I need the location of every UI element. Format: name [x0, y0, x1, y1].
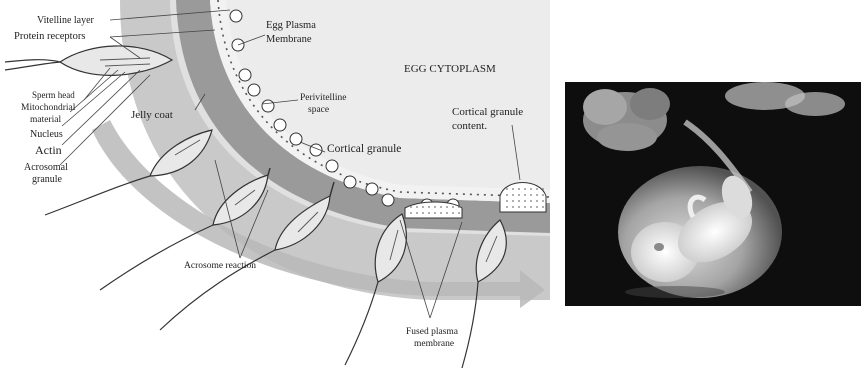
- label-egg-plasma-membrane-1: Egg Plasma: [266, 20, 316, 31]
- label-acrosome-reaction: Acrosome reaction: [184, 261, 256, 271]
- label-vitelline-layer: Vitelline layer: [37, 15, 95, 26]
- label-perivitelline-1: Perivitelline: [300, 93, 346, 103]
- label-protein-receptors: Protein receptors: [14, 31, 85, 42]
- label-mitochondrial-2: material: [30, 115, 61, 125]
- label-cortical-content-1: Cortical granule: [452, 106, 523, 118]
- label-acrosomal-2: granule: [32, 174, 63, 185]
- label-egg-cytoplasm: EGG CYTOPLASM: [404, 63, 496, 75]
- fertilization-diagram: Vitelline layer Protein receptors Egg Pl…: [0, 0, 560, 371]
- label-nucleus: Nucleus: [30, 129, 63, 140]
- label-egg-plasma-membrane-2: Membrane: [266, 34, 312, 45]
- label-perivitelline-2: space: [308, 105, 329, 115]
- label-actin: Actin: [35, 143, 62, 157]
- label-sperm-head: Sperm head: [32, 90, 75, 100]
- label-mitochondrial-1: Mitochondrial: [21, 103, 76, 113]
- label-fused-plasma-1: Fused plasma: [406, 327, 459, 337]
- label-cortical-granule: Cortical granule: [327, 143, 401, 155]
- label-jelly-coat: Jelly coat: [131, 109, 173, 121]
- label-acrosomal-1: Acrosomal: [24, 162, 68, 173]
- embryo-photo: [565, 82, 861, 306]
- label-cortical-content-2: content.: [452, 120, 487, 132]
- label-fused-plasma-2: membrane: [414, 339, 454, 349]
